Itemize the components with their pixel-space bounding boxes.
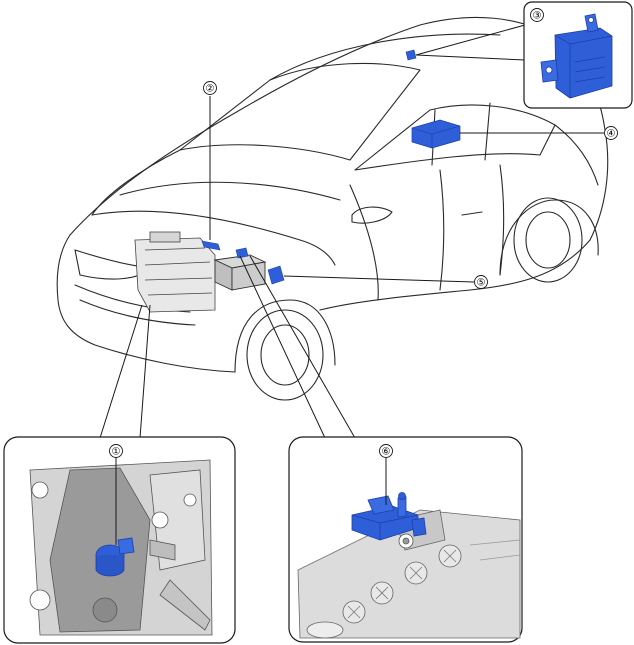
callout-6-label: ⑥ bbox=[382, 447, 391, 458]
vehicle-outline bbox=[56, 16, 609, 401]
detail-box-1 bbox=[3, 436, 236, 644]
battery bbox=[213, 254, 267, 291]
callout-4-label: ④ bbox=[607, 129, 616, 140]
component-6-detail bbox=[351, 492, 427, 549]
component-6-on-car bbox=[235, 247, 249, 259]
callout-3-label: ③ bbox=[533, 11, 542, 22]
detail-box-6 bbox=[288, 436, 523, 643]
leader-lines bbox=[99, 24, 604, 439]
component-3-detail bbox=[540, 13, 613, 99]
engine-assembly bbox=[134, 231, 216, 313]
component-3-on-car bbox=[405, 49, 417, 61]
callout-3: ③ bbox=[530, 8, 544, 22]
component-2-on-car bbox=[201, 240, 221, 251]
callout-5-label: ⑤ bbox=[477, 278, 486, 289]
detail-box-3 bbox=[523, 1, 633, 109]
component-4-on-car bbox=[411, 119, 461, 149]
callout-1-label: ① bbox=[112, 447, 121, 458]
detail-leader-lines bbox=[115, 458, 387, 545]
callout-6: ⑥ bbox=[379, 444, 393, 458]
callout-1: ① bbox=[109, 444, 123, 458]
callout-5: ⑤ bbox=[474, 275, 488, 289]
callout-2: ② bbox=[203, 81, 217, 95]
callout-4: ④ bbox=[604, 126, 618, 140]
component-1-detail bbox=[95, 537, 135, 577]
component-5-on-car bbox=[267, 265, 285, 285]
callout-2-label: ② bbox=[206, 84, 215, 95]
